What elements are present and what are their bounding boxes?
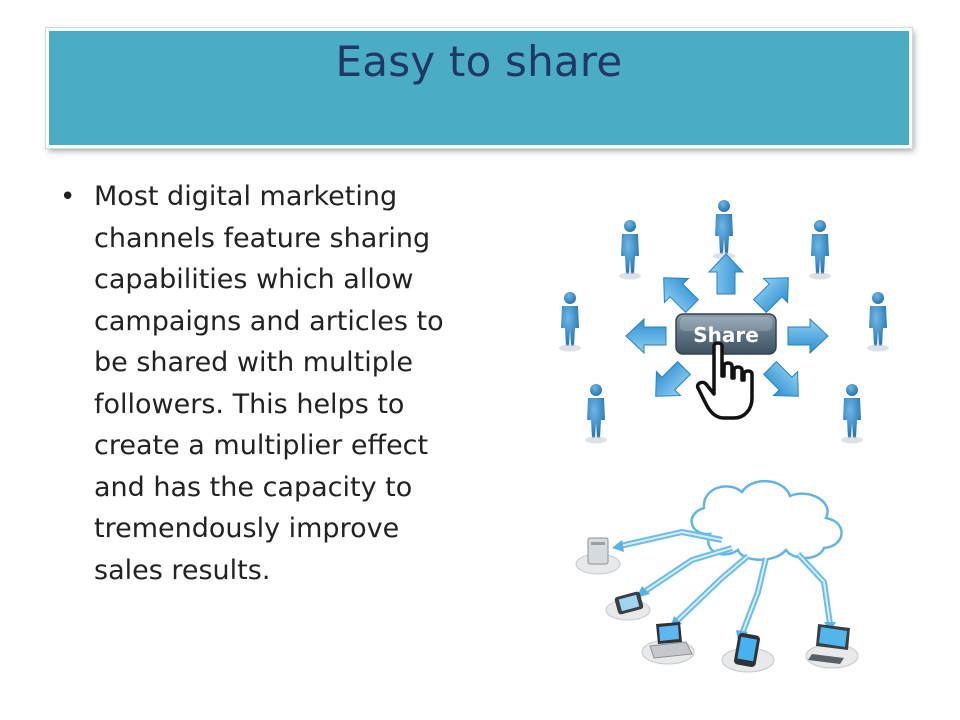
person-icon — [841, 384, 863, 444]
share-button-label: Share — [693, 323, 759, 347]
arrow-icon — [625, 318, 667, 354]
person-icon — [713, 200, 735, 260]
arrow-icon — [708, 253, 744, 295]
arrow-icon — [747, 265, 801, 319]
bullet-text: Most digital marketing channels feature … — [94, 181, 444, 586]
slide-title: Easy to share — [335, 37, 623, 86]
arrow-icon — [757, 355, 811, 409]
desktop-computer-icon — [808, 624, 850, 664]
arrow-icon — [651, 265, 705, 319]
share-button-graphic: Share — [675, 313, 777, 355]
mobile-phone-icon — [614, 591, 644, 615]
share-illustration: Share — [559, 200, 889, 444]
title-bar: Easy to share — [46, 28, 912, 148]
person-icon — [867, 292, 889, 352]
person-icon — [619, 220, 641, 280]
cloud-network-illustration — [575, 479, 859, 673]
hand-pointer-icon — [695, 341, 754, 420]
laptop-icon — [649, 622, 693, 659]
cloud-icon — [690, 479, 843, 561]
smartphone-icon — [734, 632, 760, 668]
arrow-icon — [787, 318, 829, 354]
person-icon — [585, 384, 607, 444]
person-icon — [809, 220, 831, 280]
arrow-icon — [643, 355, 697, 409]
person-icon — [559, 292, 581, 352]
bullet-dot: • — [60, 182, 76, 212]
server-icon — [587, 537, 609, 565]
